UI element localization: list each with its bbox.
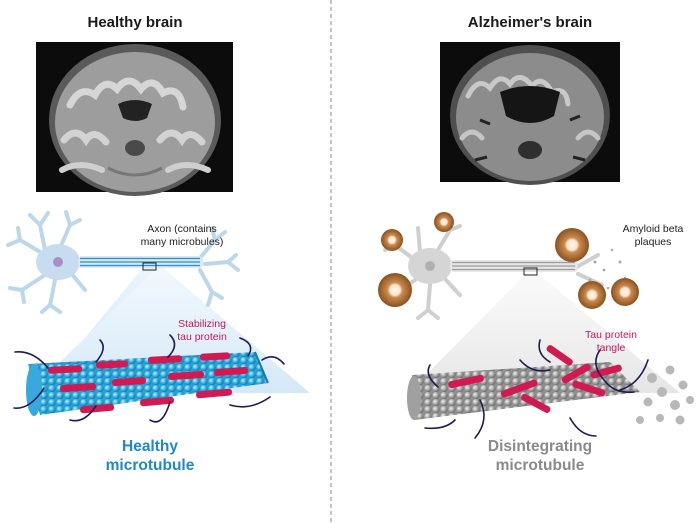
disintegrating-microtubule-line2: microtubule <box>495 457 585 474</box>
tau-tangle-line2: tangle <box>596 342 626 354</box>
healthy-microtubule-label: Healthy microtubule <box>70 437 230 475</box>
alzheimers-brain-mri <box>440 42 620 185</box>
amyloid-label: Amyloid beta plaques <box>608 223 698 249</box>
amyloid-plaques <box>378 212 639 309</box>
healthy-microtubule-line2: microtubule <box>105 457 195 474</box>
healthy-microtubule-line1: Healthy <box>122 438 178 455</box>
healthy-brain-mri <box>36 42 233 196</box>
axon-label-line2: many microbules) <box>140 236 224 248</box>
stabilizing-tau-line1: Stabilizing <box>178 318 226 330</box>
tau-tangle-label: Tau protein tangle <box>566 329 656 355</box>
healthy-microtubule <box>13 334 285 423</box>
axon-label-line1: Axon (contains <box>147 223 217 235</box>
amyloid-label-line2: plaques <box>634 236 672 248</box>
disintegrating-microtubule-line1: Disintegrating <box>487 438 593 455</box>
disintegrating-microtubule <box>407 339 694 439</box>
stabilizing-tau-label: Stabilizing tau protein <box>152 318 252 344</box>
axon-label: Axon (contains many microbules) <box>122 223 242 249</box>
alzheimers-neuron <box>383 224 680 393</box>
amyloid-label-line1: Amyloid beta <box>622 223 684 235</box>
stabilizing-tau-line2: tau protein <box>177 331 227 343</box>
disintegrating-microtubule-label: Disintegrating microtubule <box>460 437 620 475</box>
healthy-brain-title: Healthy brain <box>87 14 183 31</box>
tau-tangle-line1: Tau protein <box>585 329 637 341</box>
alzheimers-brain-title: Alzheimer's brain <box>467 14 593 31</box>
